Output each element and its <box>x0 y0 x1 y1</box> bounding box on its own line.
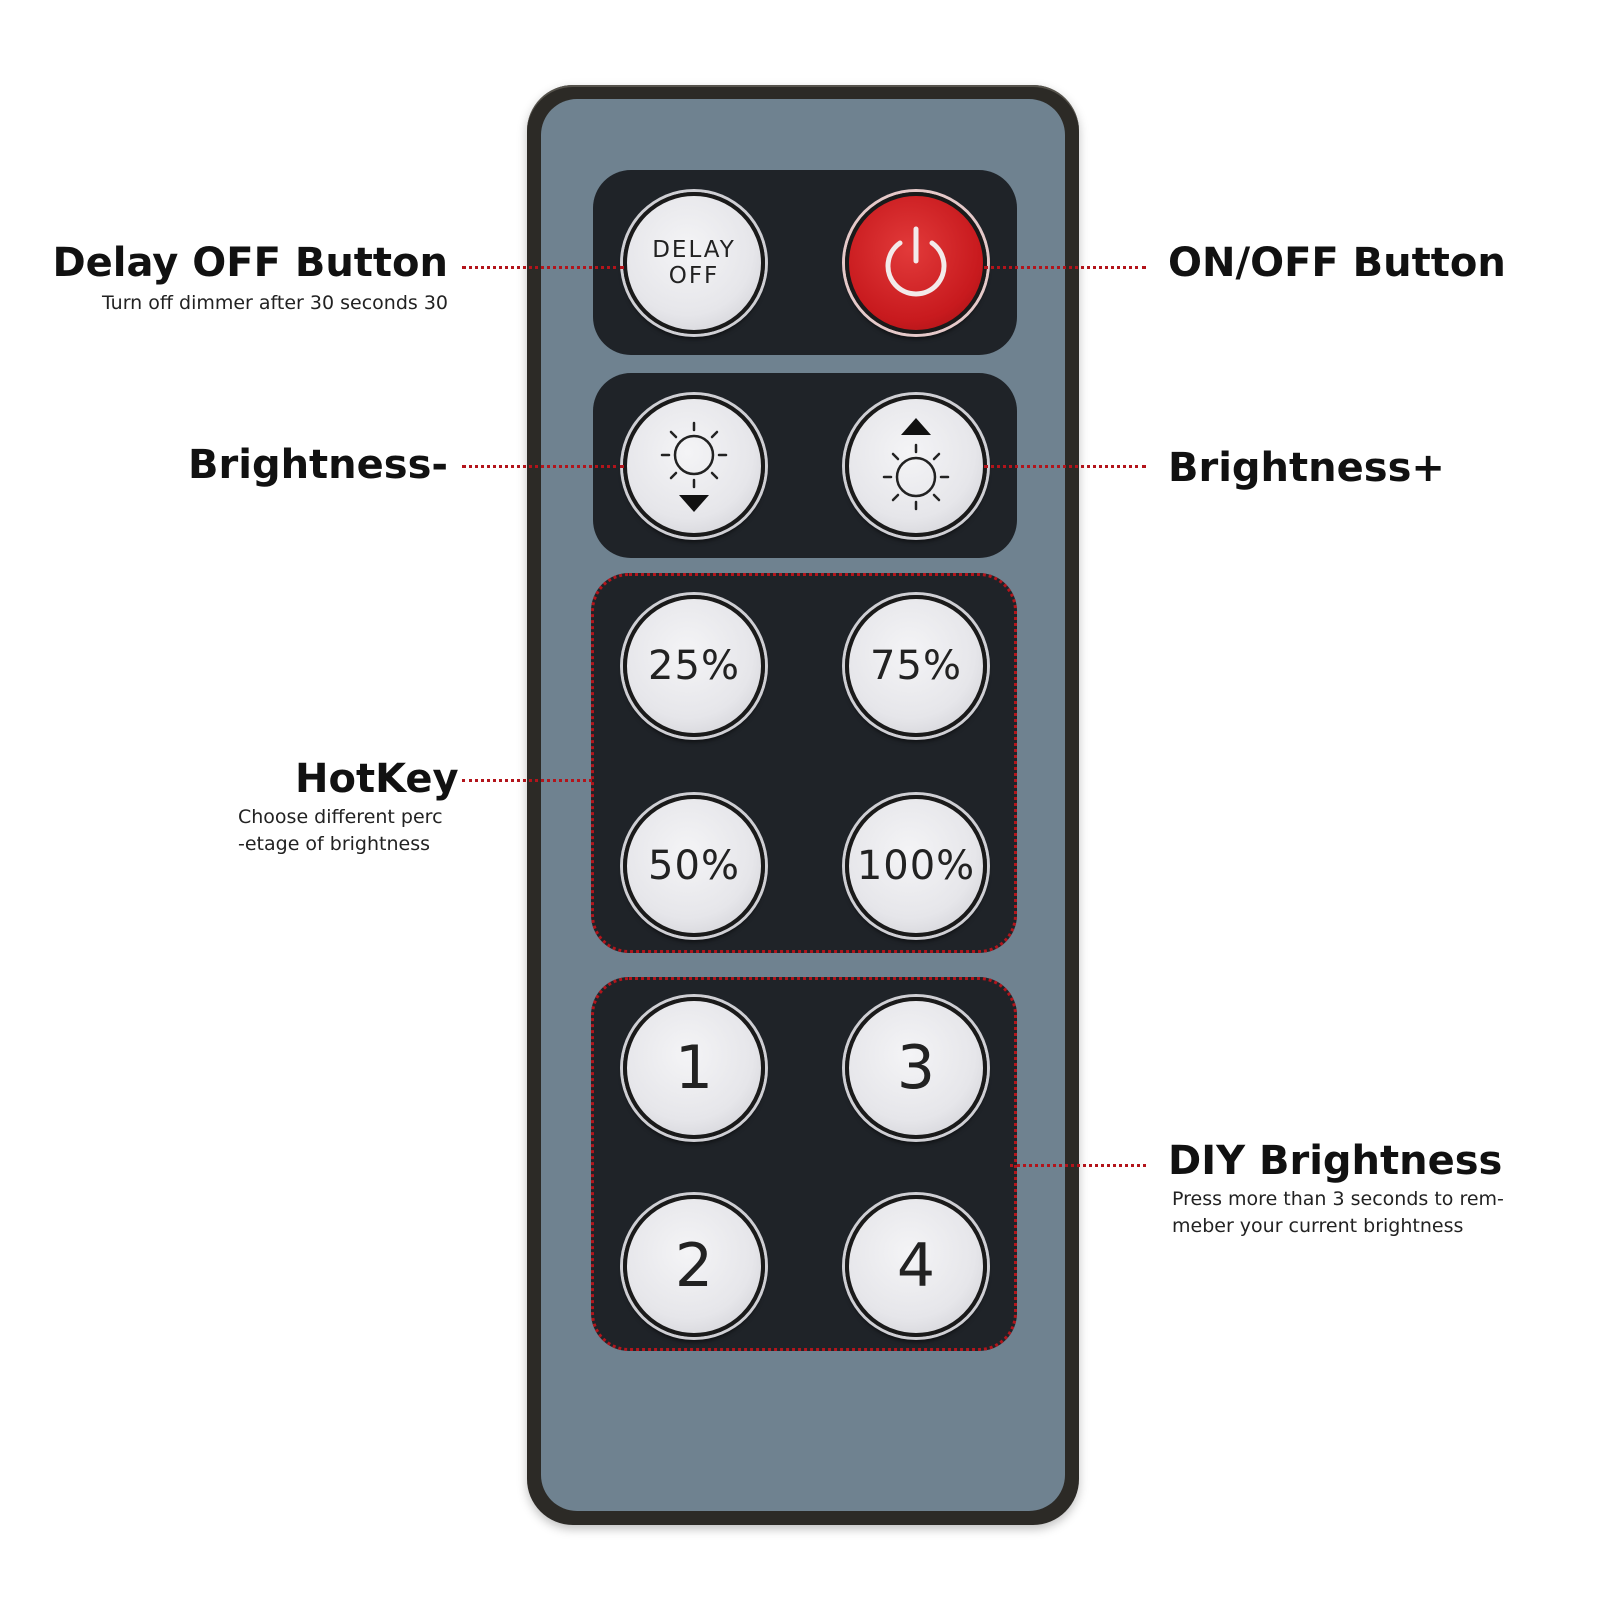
hotkey-description-line1: Choose different perc <box>238 806 443 828</box>
diy-3-button[interactable]: 3 <box>845 997 987 1139</box>
brightness-plus-button[interactable] <box>845 395 987 537</box>
hotkey-25-button[interactable]: 25% <box>623 595 765 737</box>
diy-3-label: 3 <box>896 1033 936 1103</box>
hotkey-panel: 25% 75% 50% 100% <box>591 573 1017 953</box>
sun-up-icon <box>882 418 950 511</box>
brightness-minus-button[interactable] <box>623 395 765 537</box>
delay-off-button-label-line1: DELAY <box>652 237 736 263</box>
hotkey-description-line2: -etage of brightness <box>238 833 431 855</box>
diy-1-label: 1 <box>674 1033 714 1103</box>
hotkey-leader <box>462 779 592 782</box>
remote-control: DELAY OFF <box>527 85 1079 1525</box>
on-off-leader <box>984 266 1146 269</box>
hotkey-50-button[interactable]: 50% <box>623 795 765 937</box>
on-off-label: ON/OFF Button <box>1168 240 1506 286</box>
delay-off-label: Delay OFF Button <box>52 240 448 286</box>
sun-down-icon <box>660 421 728 512</box>
power-icon <box>885 226 947 297</box>
brightness-panel <box>593 373 1017 558</box>
diy-4-label: 4 <box>896 1231 936 1301</box>
delay-off-description: Turn off dimmer after 30 seconds 30 <box>101 292 448 314</box>
diy-leader <box>1010 1164 1146 1167</box>
diy-brightness-label: DIY Brightness <box>1168 1138 1503 1184</box>
delay-off-button-label-line2: OFF <box>668 263 720 289</box>
diy-description-line2: meber your current brightness <box>1172 1215 1464 1237</box>
hotkey-label: HotKey <box>295 756 459 802</box>
diy-4-button[interactable]: 4 <box>845 1195 987 1337</box>
power-panel: DELAY OFF <box>593 170 1017 355</box>
diy-1-button[interactable]: 1 <box>623 997 765 1139</box>
hotkey-50-label: 50% <box>648 843 740 889</box>
diy-2-button[interactable]: 2 <box>623 1195 765 1337</box>
diy-2-label: 2 <box>674 1231 714 1301</box>
brightness-minus-leader <box>462 465 624 468</box>
diy-description-line1: Press more than 3 seconds to rem- <box>1172 1188 1504 1210</box>
hotkey-75-label: 75% <box>870 643 962 689</box>
diy-panel: 1 3 2 4 <box>591 977 1017 1351</box>
hotkey-100-label: 100% <box>856 843 976 889</box>
brightness-plus-leader <box>984 465 1146 468</box>
hotkey-75-button[interactable]: 75% <box>845 595 987 737</box>
brightness-plus-label: Brightness+ <box>1168 445 1445 491</box>
remote-face: DELAY OFF <box>541 99 1065 1511</box>
hotkey-100-button[interactable]: 100% <box>845 795 987 937</box>
on-off-button[interactable] <box>845 192 987 334</box>
delay-off-button[interactable]: DELAY OFF <box>623 192 765 334</box>
brightness-minus-label: Brightness- <box>188 442 448 488</box>
delay-off-leader <box>462 266 624 269</box>
hotkey-25-label: 25% <box>648 643 740 689</box>
